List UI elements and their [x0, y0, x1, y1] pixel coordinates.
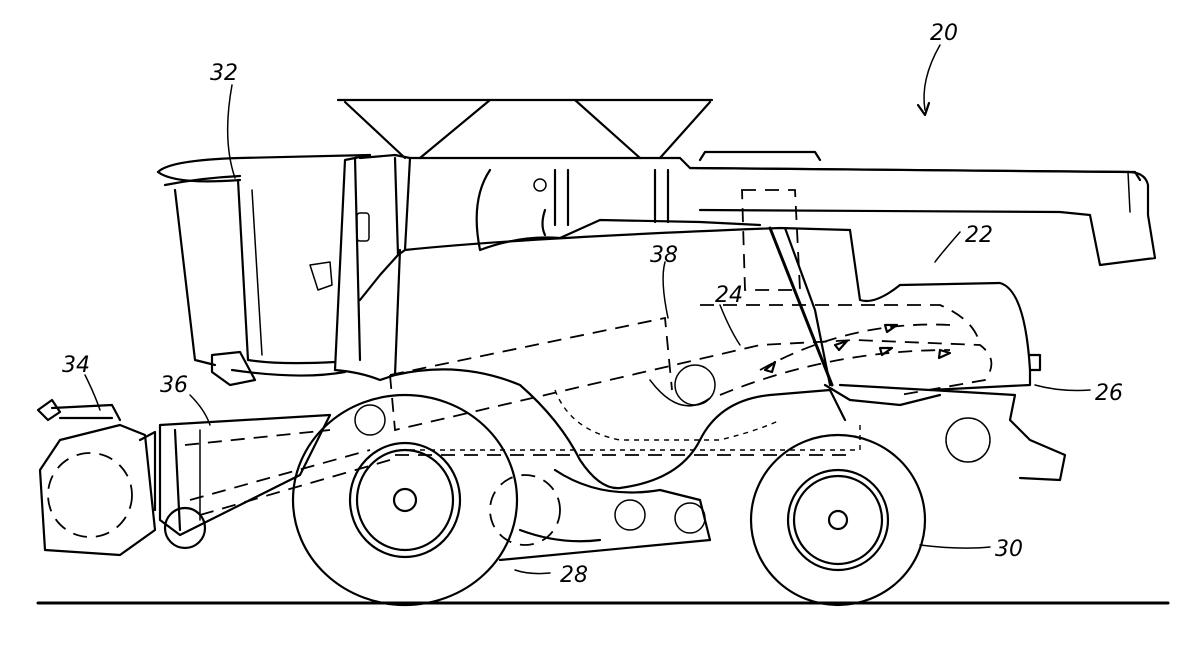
label-front-wheel: 28 — [560, 563, 588, 588]
crop-flow-arrows — [719, 323, 952, 396]
front-wheel — [291, 393, 561, 607]
leader-lines — [84, 44, 1091, 575]
feeder-house — [158, 404, 391, 550]
header — [36, 398, 157, 557]
idler-wheels — [614, 417, 991, 534]
label-cab: 32 — [210, 61, 238, 86]
upper-body — [356, 150, 1142, 377]
operator-cab — [156, 153, 372, 387]
label-machine: 20 — [930, 21, 958, 46]
label-feeder: 36 — [160, 373, 188, 398]
grain-tank-extension — [336, 98, 714, 160]
label-rear-wheel: 30 — [995, 537, 1023, 562]
rear-wheel — [749, 433, 927, 607]
label-header: 34 — [62, 353, 90, 378]
chassis — [333, 368, 847, 562]
label-body: 22 — [965, 223, 993, 248]
rear-body — [768, 226, 1067, 482]
label-crop-path: 24 — [715, 283, 743, 308]
label-rear-discharge: 26 — [1095, 381, 1123, 406]
label-processor: 38 — [650, 243, 678, 268]
unloading-auger — [688, 166, 1157, 267]
processor-outline — [389, 189, 993, 456]
